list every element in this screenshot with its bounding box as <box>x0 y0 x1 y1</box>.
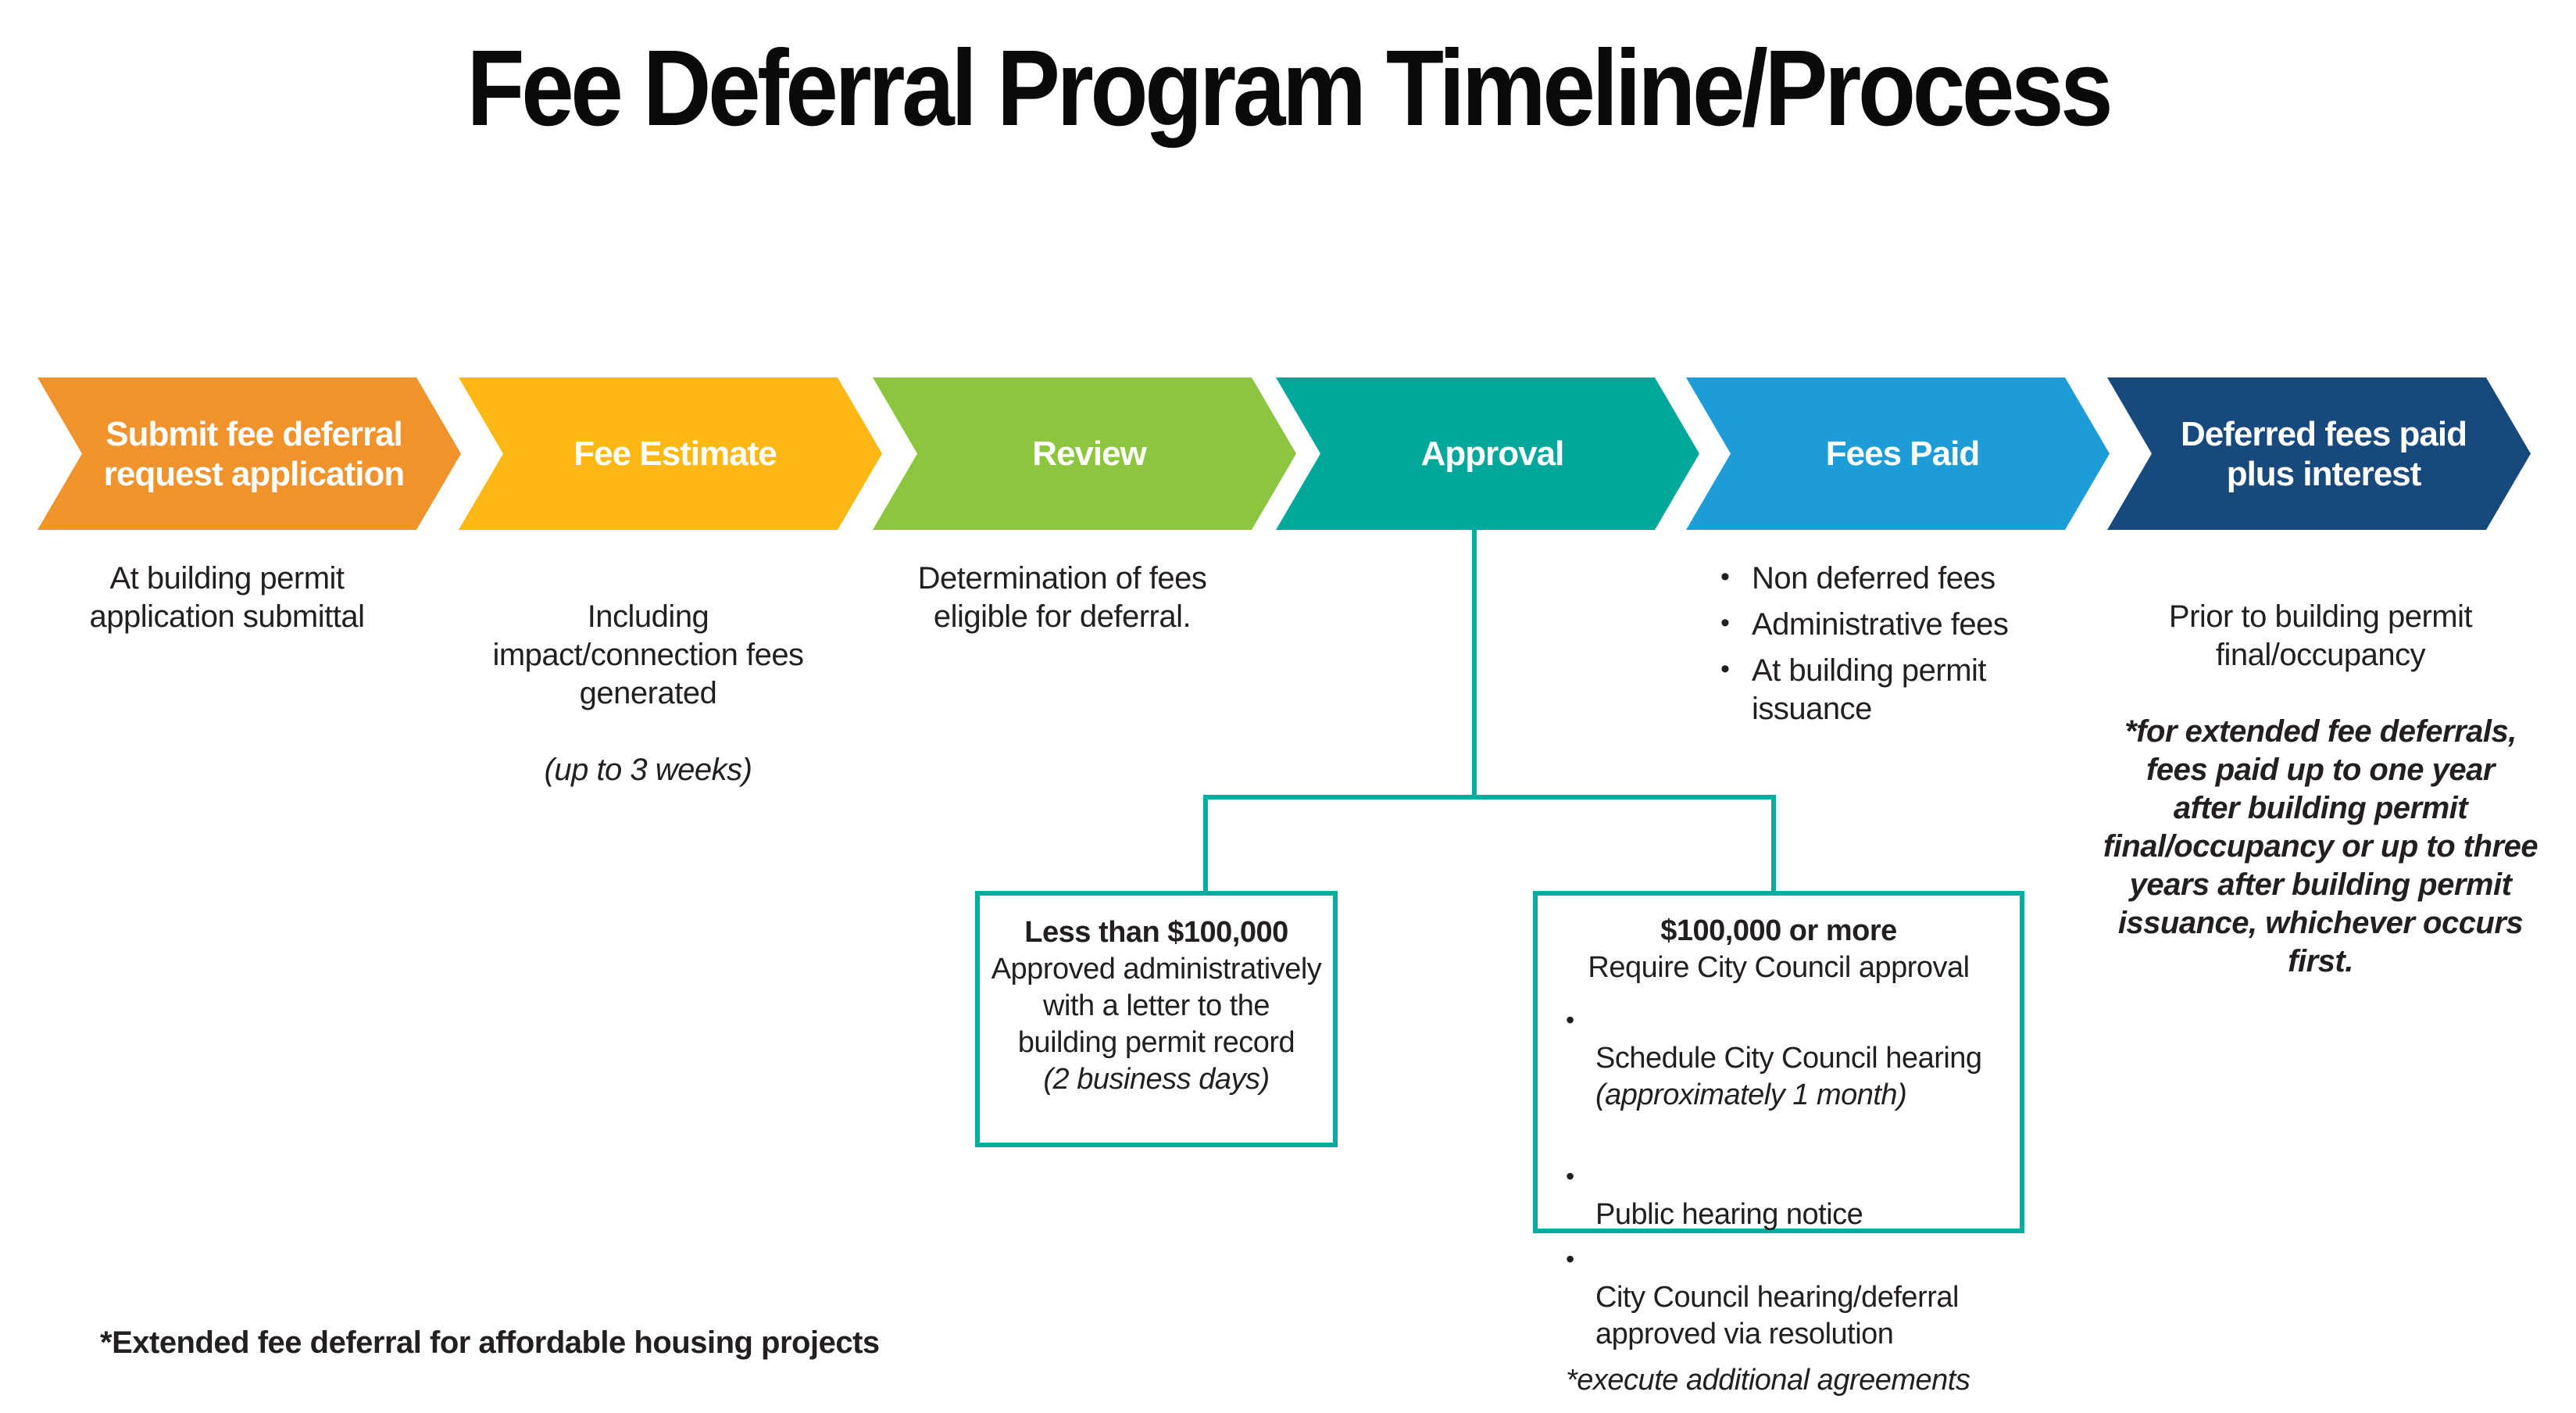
over-100k-bullet-text: Public hearing notice <box>1595 1198 1863 1231</box>
branch-box-100k-or-more: $100,000 or more Require City Council ap… <box>1533 891 2024 1397</box>
step-label-fees-paid: Fees Paid <box>1825 435 1980 473</box>
fees-paid-bullet: At building permit issuance <box>1716 650 2091 728</box>
step-arrow-fee-estimate: Fee Estimate <box>459 377 882 530</box>
under-100k-duration-note: (2 business days) <box>1043 1063 1270 1096</box>
connector-branch-horizontal <box>1203 795 1776 800</box>
deferred-fees-extension-note: *for extended fee deferrals, fees paid u… <box>2103 714 2538 978</box>
step-label-approval: Approval <box>1420 435 1565 473</box>
over-100k-subtitle: Require City Council approval <box>1588 951 1970 984</box>
fees-paid-bullet-list: Non deferred fees Administrative fees At… <box>1716 558 2091 736</box>
page-title-text: Fee Deferral Program Timeline/Process <box>466 28 2113 148</box>
connector-drop-right <box>1771 795 1776 893</box>
connector-approval-vertical <box>1472 530 1477 800</box>
fee-estimate-description-text: Including impact/connection fees generat… <box>492 599 804 710</box>
connector-drop-left <box>1203 795 1208 893</box>
step-label-submit-application: Submit fee deferral request application <box>103 414 405 493</box>
deferred-fees-description-text: Prior to building permit final/occupancy <box>2168 599 2473 672</box>
under-100k-body: Approved administratively with a letter … <box>991 953 1322 1059</box>
over-100k-bullet: City Council hearing/deferral approved v… <box>1563 1241 2009 1353</box>
over-100k-bullet-text: City Council hearing/deferral approved v… <box>1595 1281 1959 1350</box>
over-100k-agreements-note: *execute additional agreements <box>1566 1364 1970 1397</box>
under-100k-title: Less than $100,000 <box>1024 916 1288 949</box>
over-100k-bullet-note: (approximately 1 month) <box>1595 1079 1907 1111</box>
step-arrow-fees-paid: Fees Paid <box>1686 377 2110 530</box>
over-100k-bullet: Schedule City Council hearing (approxima… <box>1563 1002 2009 1150</box>
step-arrow-review: Review <box>873 377 1296 530</box>
step-description-submit-application: At building permit application submittal <box>89 561 365 634</box>
branch-box-under-100k: Less than $100,000 Approved administrati… <box>975 891 1338 1147</box>
step-arrow-submit-application: Submit fee deferral request application <box>38 377 461 530</box>
step-description-fee-estimate: Including impact/connection fees generat… <box>435 560 861 828</box>
page-title: Fee Deferral Program Timeline/Process <box>0 27 2576 151</box>
step-arrow-deferred-fees: Deferred fees paid plus interest <box>2107 377 2531 530</box>
over-100k-bullet-list: Schedule City Council hearing (approxima… <box>1563 1002 2009 1353</box>
step-label-review: Review <box>1032 435 1147 473</box>
fees-paid-bullet: Administrative fees <box>1716 604 2091 644</box>
fees-paid-bullet: Non deferred fees <box>1716 558 2091 598</box>
over-100k-bullet: Public hearing notice <box>1563 1158 2009 1233</box>
step-description-deferred-fees: Prior to building permit final/occupancy… <box>2094 560 2547 1019</box>
affordable-housing-footnote: *Extended fee deferral for affordable ho… <box>100 1325 880 1360</box>
step-label-deferred-fees: Deferred fees paid plus interest <box>2181 414 2467 493</box>
step-arrow-approval: Approval <box>1276 377 1699 530</box>
fee-estimate-duration-note: (up to 3 weeks) <box>544 753 752 787</box>
step-label-fee-estimate: Fee Estimate <box>573 435 777 473</box>
over-100k-bullet-text: Schedule City Council hearing <box>1595 1042 1982 1075</box>
over-100k-title: $100,000 or more <box>1660 914 1897 947</box>
step-description-review: Determination of fees eligible for defer… <box>917 561 1207 634</box>
